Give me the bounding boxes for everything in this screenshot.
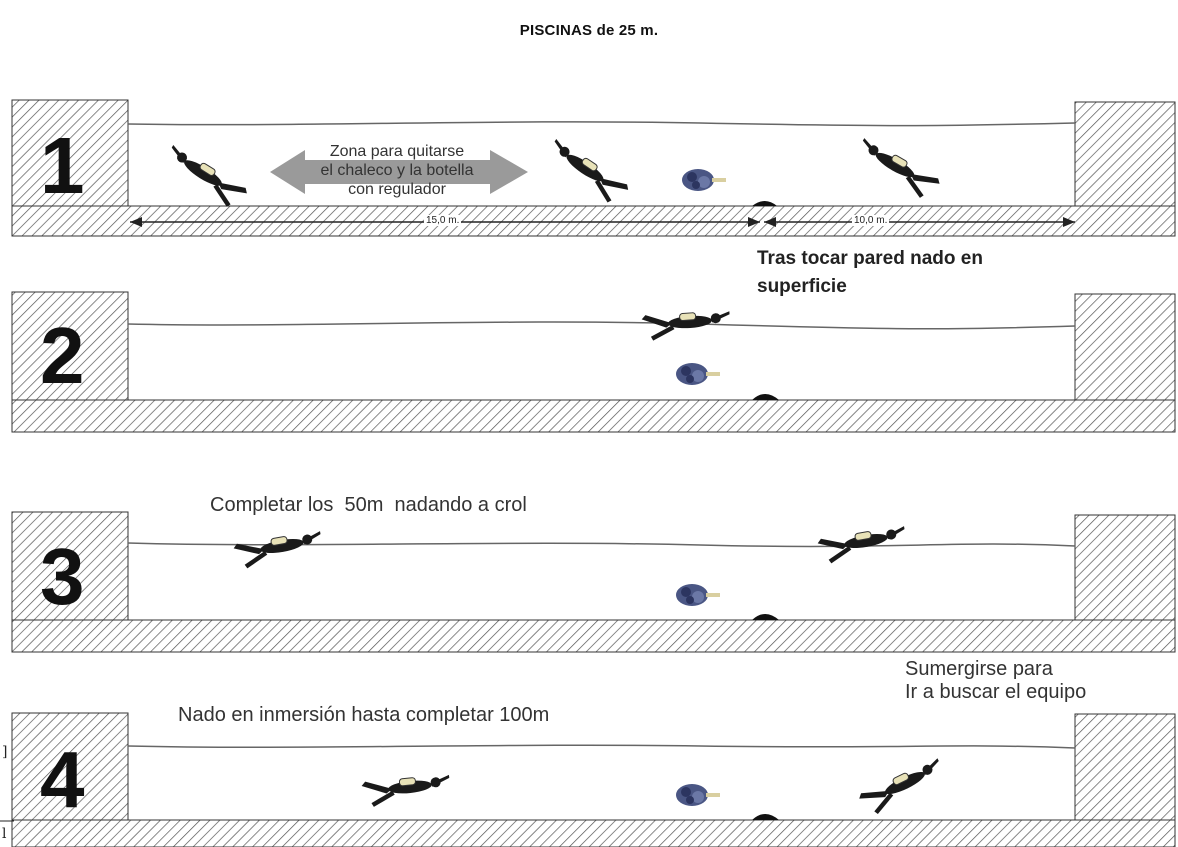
arrow-head — [1063, 217, 1075, 227]
zone-line-3: con regulador — [348, 181, 446, 198]
pool-4-water-line — [127, 744, 1076, 749]
arrow-head — [130, 217, 142, 227]
pool-number-3: 3 — [40, 532, 85, 621]
pool-2-right-wall — [1074, 293, 1176, 401]
zone-line-2: el chaleco y la botella — [320, 162, 474, 179]
pool-4-floor — [11, 819, 1176, 847]
pool-1-left-wall — [11, 99, 129, 207]
pool-4-right-wall — [1074, 713, 1176, 821]
pool-2-water-line — [127, 321, 1076, 330]
immersion-note: Nado en inmersión hasta completar 100m — [178, 704, 550, 726]
diver-icon — [160, 142, 250, 213]
pool-number-1: 1 — [40, 121, 85, 210]
diver-icon — [851, 135, 943, 204]
surface-swim-line-2: superficie — [757, 276, 847, 297]
zone-arrow — [270, 150, 528, 194]
pool-1-floor — [11, 205, 1176, 237]
diver-icon — [232, 528, 325, 571]
crawl-note: Completar los 50m nadando a crol — [210, 494, 527, 516]
pool-2-floor — [11, 399, 1176, 433]
dive-note-line-2: Ir a buscar el equipo — [905, 681, 1087, 703]
dive-note-line-1: Sumergirse para — [905, 658, 1053, 680]
pool-3 — [11, 511, 1176, 653]
pool-2 — [11, 291, 1176, 433]
pool-1 — [11, 99, 1176, 237]
diver-icon — [360, 772, 452, 809]
gear-icon — [676, 363, 720, 385]
arrow-head — [764, 217, 776, 227]
pool-number-4: 4 — [40, 735, 85, 824]
zone-line-1: Zona para quitarse — [329, 143, 465, 160]
page-edge-mark-1: ] — [2, 744, 8, 760]
pool-3-floor — [11, 619, 1176, 653]
diver-icon — [640, 308, 732, 342]
arrow-head — [748, 217, 760, 227]
distance-label-right: 10,0 m. — [852, 215, 890, 226]
diver-icon — [816, 523, 909, 566]
rock-icon — [752, 394, 779, 400]
diver-icon — [856, 755, 949, 819]
diver-icon — [542, 136, 631, 209]
rock-icon — [752, 201, 777, 206]
dive-note: Sumergirse para Ir a buscar el equipo — [905, 658, 1086, 704]
pool-4-left-wall — [11, 712, 129, 821]
gear-icon — [682, 169, 726, 191]
surface-swim-line-1: Tras tocar pared nado en — [757, 248, 983, 269]
distance-label-left: 15,0 m. — [424, 215, 462, 226]
pool-3-left-wall — [11, 511, 129, 621]
gear-icon — [676, 784, 720, 806]
rock-icon — [752, 814, 779, 820]
gear-icon — [676, 584, 720, 606]
page-title: PISCINAS de 25 m. — [519, 22, 659, 39]
pool-4 — [11, 712, 1176, 847]
surface-swim-note: Tras tocar pared nado en superficie — [757, 245, 983, 301]
pool-3-right-wall — [1074, 514, 1176, 621]
zone-label: Zona para quitarse el chaleco y la botel… — [262, 142, 532, 199]
pool-2-left-wall — [11, 291, 129, 401]
pool-1-water-line — [127, 121, 1076, 127]
page-edge-mark-2: l — [2, 826, 7, 842]
pool-1-right-wall — [1074, 101, 1176, 207]
rock-icon — [752, 614, 779, 620]
pool-number-2: 2 — [40, 311, 85, 400]
